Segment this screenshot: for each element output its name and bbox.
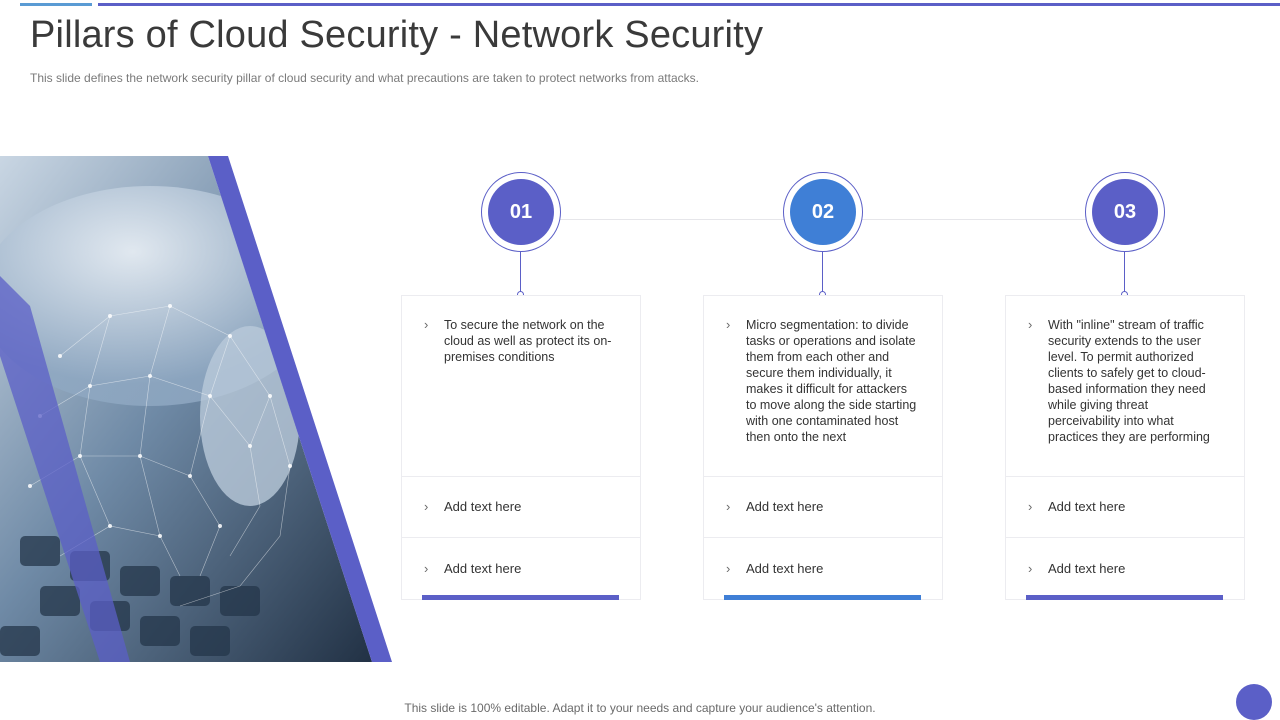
pillar-3-badge: 03 <box>1085 172 1165 252</box>
pillar-2-main-section: › Micro segmentation: to divide tasks or… <box>704 296 942 477</box>
pillar-3-bottom-bar <box>1026 595 1223 600</box>
pillar-3-stem <box>1124 252 1125 294</box>
chevron-right-icon: › <box>424 560 429 576</box>
pillar-3-item-2: › Add text here <box>1006 538 1244 599</box>
top-accent-line-short <box>20 3 92 6</box>
chevron-right-icon: › <box>726 317 731 332</box>
corner-decoration-circle <box>1236 684 1272 720</box>
chevron-right-icon: › <box>1028 560 1033 576</box>
pillar-2-item-2-text: Add text here <box>746 560 824 576</box>
page-subtitle: This slide defines the network security … <box>30 71 699 85</box>
chevron-right-icon: › <box>726 560 731 576</box>
pillar-3-card: › With "inline" stream of traffic securi… <box>1005 295 1245 600</box>
chevron-right-icon: › <box>1028 317 1033 332</box>
network-keyboard-image <box>0 156 392 662</box>
pillar-3-item-1: › Add text here <box>1006 477 1244 538</box>
pillar-1-item-2-text: Add text here <box>444 560 522 576</box>
pillar-2-item-2: › Add text here <box>704 538 942 599</box>
pillar-1-stem <box>520 252 521 294</box>
pillar-2-badge: 02 <box>783 172 863 252</box>
pillar-3-main-section: › With "inline" stream of traffic securi… <box>1006 296 1244 477</box>
pillar-2-main-text: Micro segmentation: to divide tasks or o… <box>746 318 917 444</box>
pillar-1-item-1: › Add text here <box>402 477 640 538</box>
pillar-1-main-text: To secure the network on the cloud as we… <box>444 318 612 364</box>
pillar-3-number: 03 <box>1092 179 1158 245</box>
pillar-2-item-1-text: Add text here <box>746 499 824 514</box>
chevron-right-icon: › <box>726 499 731 514</box>
pillar-2-bottom-bar <box>724 595 921 600</box>
pillar-1-item-2: › Add text here <box>402 538 640 599</box>
pillar-2-card: › Micro segmentation: to divide tasks or… <box>703 295 943 600</box>
pillar-1-card: › To secure the network on the cloud as … <box>401 295 641 600</box>
pillar-3-main-text: With "inline" stream of traffic security… <box>1048 318 1210 444</box>
chevron-right-icon: › <box>424 499 429 514</box>
pillar-2-number: 02 <box>790 179 856 245</box>
footer-note: This slide is 100% editable. Adapt it to… <box>404 701 876 715</box>
top-accent-line-long <box>98 3 1280 6</box>
pillar-1-item-1-text: Add text here <box>444 499 522 514</box>
pillar-1-bottom-bar <box>422 595 619 600</box>
pillar-2-item-1: › Add text here <box>704 477 942 538</box>
pillar-2-stem <box>822 252 823 294</box>
pillar-1-badge: 01 <box>481 172 561 252</box>
pillar-3-item-1-text: Add text here <box>1048 499 1126 514</box>
pillar-1-number: 01 <box>488 179 554 245</box>
chevron-right-icon: › <box>1028 499 1033 514</box>
pillar-1-main-section: › To secure the network on the cloud as … <box>402 296 640 477</box>
page-title: Pillars of Cloud Security - Network Secu… <box>30 14 764 56</box>
pillar-3-item-2-text: Add text here <box>1048 560 1126 576</box>
chevron-right-icon: › <box>424 317 429 332</box>
